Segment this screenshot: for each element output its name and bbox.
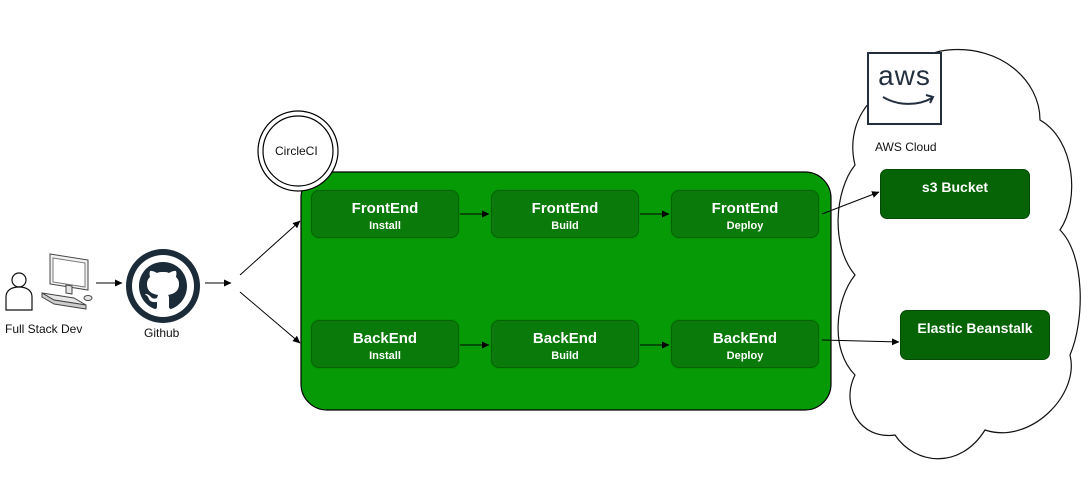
arrow-fe-deploy-to-s3: [821, 191, 880, 215]
stage-frontend-deploy[interactable]: FrontEnd Deploy: [671, 190, 819, 238]
stage-subtitle: Deploy: [726, 350, 764, 362]
s3-bucket-label: s3 Bucket: [921, 179, 989, 195]
stage-subtitle: Deploy: [726, 220, 764, 232]
stage-backend-deploy[interactable]: BackEnd Deploy: [671, 320, 819, 368]
elastic-beanstalk-label: Elastic Beanstalk: [917, 320, 1033, 336]
developer-label: Full Stack Dev: [5, 322, 83, 336]
stage-subtitle: Install: [369, 220, 401, 232]
circleci-inner-ring: [262, 115, 334, 187]
stage-title: BackEnd: [712, 330, 778, 347]
aws-logo-icon: [867, 52, 942, 125]
stage-title: FrontEnd: [351, 200, 419, 217]
stage-backend-build[interactable]: BackEnd Build: [491, 320, 639, 368]
stage-frontend-build[interactable]: FrontEnd Build: [491, 190, 639, 238]
stage-title: FrontEnd: [531, 200, 599, 217]
stage-backend-install[interactable]: BackEnd Install: [311, 320, 459, 368]
stage-subtitle: Build: [551, 350, 579, 362]
aws-logo-text: aws: [878, 60, 931, 91]
stage-subtitle: Build: [551, 220, 579, 232]
computer-icon: [41, 253, 93, 310]
stage-title: FrontEnd: [711, 200, 779, 217]
stage-subtitle: Install: [369, 350, 401, 362]
arrow-be-deploy-to-beanstalk: [821, 338, 900, 346]
stage-frontend-install[interactable]: FrontEnd Install: [311, 190, 459, 238]
user-icon: [5, 272, 33, 311]
elastic-beanstalk-node[interactable]: Elastic Beanstalk: [900, 310, 1050, 360]
stage-title: BackEnd: [352, 330, 418, 347]
stage-title: BackEnd: [532, 330, 598, 347]
aws-cloud-label: AWS Cloud: [875, 140, 937, 154]
arrow-to-frontend: [239, 220, 301, 276]
github-label: Github: [144, 326, 180, 340]
s3-bucket-node[interactable]: s3 Bucket: [880, 169, 1030, 219]
circleci-label: CircleCI: [275, 144, 318, 158]
github-icon: [126, 249, 200, 323]
arrow-to-backend: [239, 291, 301, 344]
